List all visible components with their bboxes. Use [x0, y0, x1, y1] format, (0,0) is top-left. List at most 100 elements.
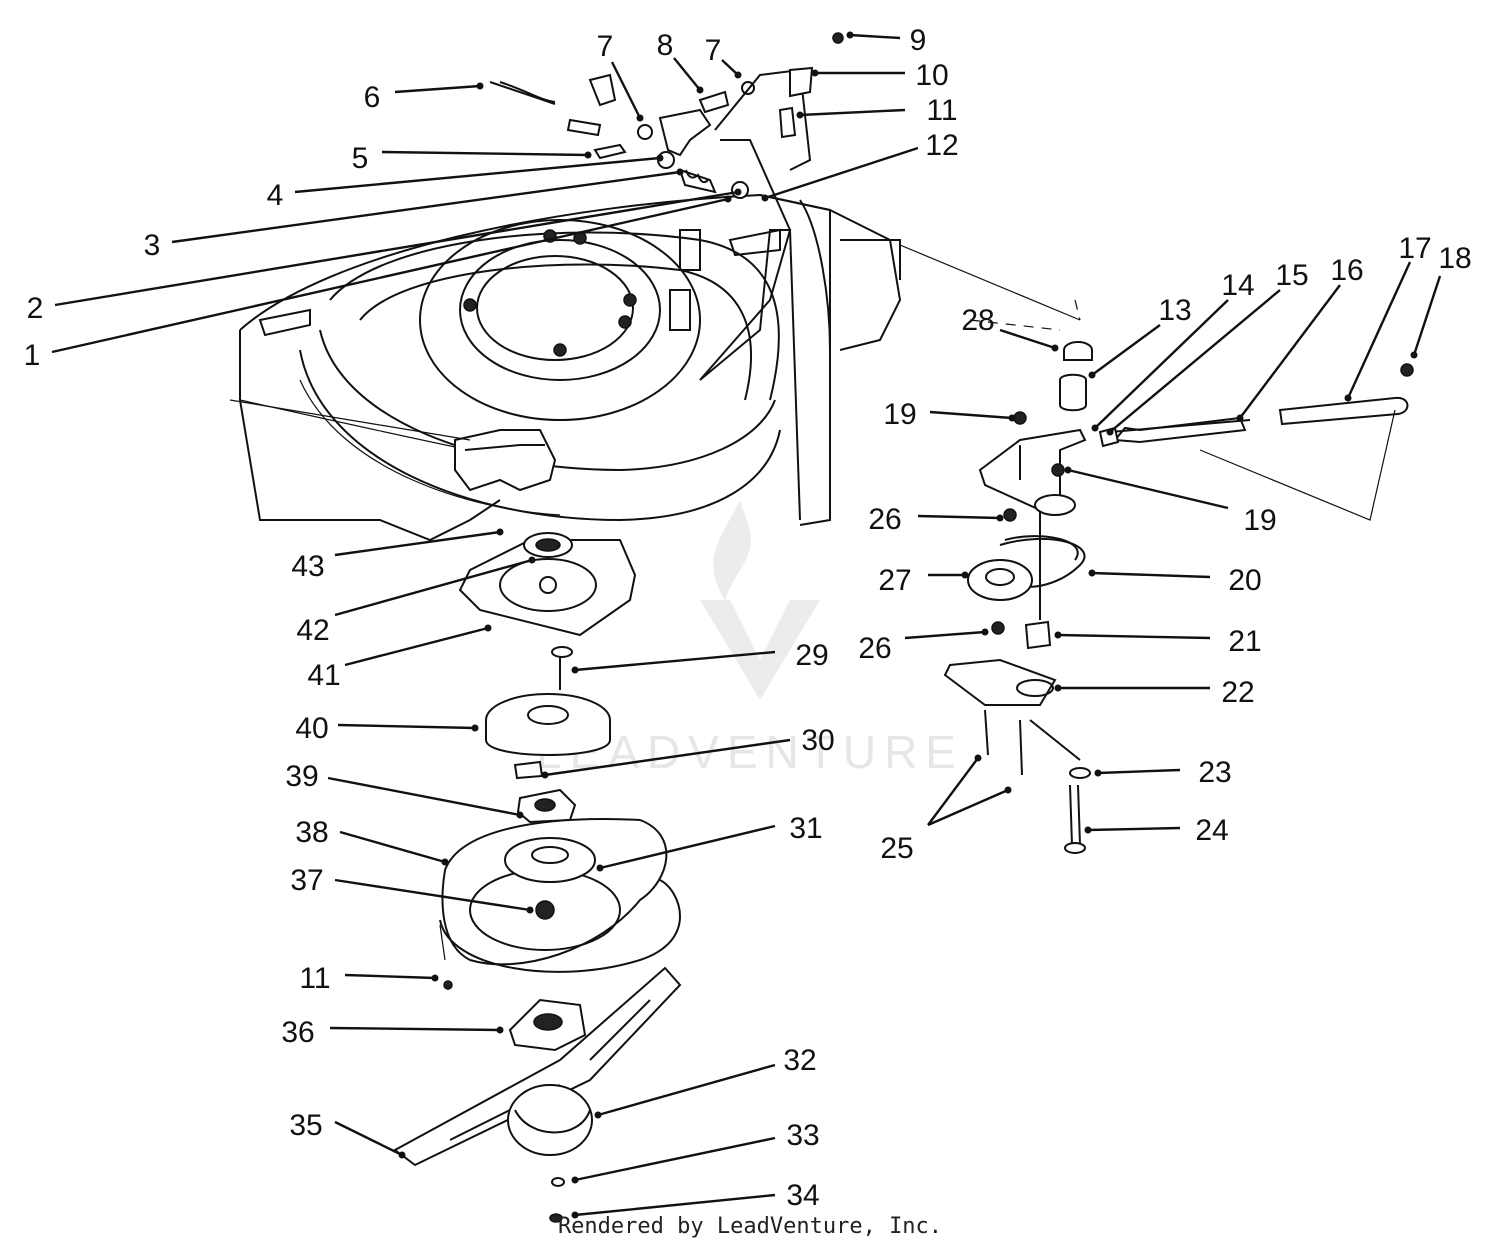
- callout-12: 12: [761, 129, 959, 202]
- callout-2: 2: [27, 188, 742, 325]
- callout-14: 14: [1091, 269, 1255, 432]
- callout-34: 34: [571, 1179, 820, 1219]
- blade-assembly: [393, 532, 682, 1223]
- callout-8: 8: [657, 29, 704, 94]
- callout-label: 2: [27, 292, 44, 325]
- callout-28: 28: [961, 304, 1059, 352]
- callout-label: 27: [878, 564, 911, 597]
- callout-23: 23: [1094, 756, 1232, 789]
- callout-label: 19: [883, 398, 916, 431]
- callout-15: 15: [1106, 259, 1309, 436]
- callout-5: 5: [352, 142, 592, 175]
- callout-label: 10: [915, 59, 948, 92]
- callout-label: 29: [795, 639, 828, 672]
- callout-label: 16: [1330, 254, 1363, 287]
- callout-label: 17: [1398, 232, 1431, 265]
- callout-22: 22: [1054, 676, 1255, 709]
- callout-31: 31: [596, 812, 823, 872]
- callout-13: 13: [1088, 294, 1192, 379]
- callout-33: 33: [571, 1119, 820, 1184]
- callout-label: 33: [786, 1119, 819, 1152]
- callout-label: 11: [926, 94, 957, 127]
- callout-label: 15: [1275, 259, 1308, 292]
- callout-26b: 26: [858, 628, 989, 665]
- callout-38: 38: [295, 816, 449, 866]
- idler-assembly: [943, 299, 1414, 854]
- callout-4: 4: [267, 154, 664, 212]
- callout-21: 21: [1054, 625, 1262, 658]
- callout-30: 30: [541, 724, 835, 779]
- callout-label: 18: [1438, 242, 1471, 275]
- callout-19b: 19: [1064, 466, 1277, 537]
- callout-32: 32: [594, 1044, 817, 1119]
- callout-18: 18: [1410, 242, 1472, 359]
- callout-27: 27: [878, 564, 969, 597]
- callout-7b: 7: [705, 34, 742, 79]
- callout-7a: 7: [597, 30, 644, 122]
- callout-label: 11: [299, 962, 330, 995]
- callout-label: 32: [783, 1044, 816, 1077]
- callout-35: 35: [289, 1109, 406, 1159]
- callout-label: 39: [285, 760, 318, 793]
- callout-11a: 11: [796, 94, 958, 127]
- callout-1: 1: [24, 195, 732, 372]
- callout-29: 29: [571, 639, 829, 674]
- callout-20: 20: [1088, 564, 1262, 597]
- callout-label: 35: [289, 1109, 322, 1142]
- callout-label: 13: [1158, 294, 1191, 327]
- callout-label: 36: [281, 1016, 314, 1049]
- callout-label: 4: [267, 179, 284, 212]
- callout-36: 36: [281, 1016, 504, 1049]
- callout-label: 38: [295, 816, 328, 849]
- callout-label: 37: [290, 864, 323, 897]
- callout-label: 26: [858, 632, 891, 665]
- callout-label: 30: [801, 724, 834, 757]
- callout-label: 7: [597, 30, 614, 63]
- callout-11b: 11: [299, 962, 439, 995]
- callout-42: 42: [296, 556, 536, 647]
- callout-17: 17: [1344, 232, 1432, 402]
- callout-label: 26: [868, 503, 901, 536]
- callout-24: 24: [1084, 814, 1229, 847]
- mower-deck: [229, 193, 1081, 542]
- callout-label: 34: [786, 1179, 819, 1212]
- callout-label: 40: [295, 712, 328, 745]
- handle-linkage: [489, 32, 844, 257]
- callout-label: 3: [144, 229, 161, 262]
- callout-3: 3: [144, 168, 684, 262]
- callout-label: 9: [910, 24, 927, 57]
- callout-label: 21: [1228, 625, 1261, 658]
- callout-16: 16: [1236, 254, 1364, 422]
- callout-40: 40: [295, 712, 479, 745]
- callout-label: 31: [789, 812, 822, 845]
- callout-6: 6: [364, 81, 484, 114]
- callout-label: 22: [1221, 676, 1254, 709]
- callout-25: 25: [880, 754, 1012, 865]
- callout-label: 19: [1243, 504, 1276, 537]
- callout-19a: 19: [883, 398, 1016, 431]
- callout-41: 41: [307, 624, 492, 692]
- callout-label: 25: [880, 832, 913, 865]
- callout-label: 12: [925, 129, 958, 162]
- callout-label: 6: [364, 81, 381, 114]
- callout-43: 43: [291, 528, 504, 583]
- callout-label: 14: [1221, 269, 1254, 302]
- callout-label: 8: [657, 29, 674, 62]
- callout-label: 28: [961, 304, 994, 337]
- callout-label: 43: [291, 550, 324, 583]
- callout-label: 41: [307, 659, 340, 692]
- callout-label: 20: [1228, 564, 1261, 597]
- callout-10: 10: [811, 59, 949, 92]
- callout-label: 42: [296, 614, 329, 647]
- callout-9: 9: [846, 24, 927, 57]
- callouts: 1 2 3 4 5 6 7: [24, 24, 1472, 1219]
- callout-label: 5: [352, 142, 369, 175]
- callout-37: 37: [290, 864, 534, 914]
- callout-label: 1: [24, 339, 41, 372]
- callout-label: 24: [1195, 814, 1228, 847]
- callout-39: 39: [285, 760, 524, 819]
- callout-label: 23: [1198, 756, 1231, 789]
- credit-footer: Rendered by LeadVenture, Inc.: [557, 1214, 943, 1239]
- callout-26a: 26: [868, 503, 1004, 536]
